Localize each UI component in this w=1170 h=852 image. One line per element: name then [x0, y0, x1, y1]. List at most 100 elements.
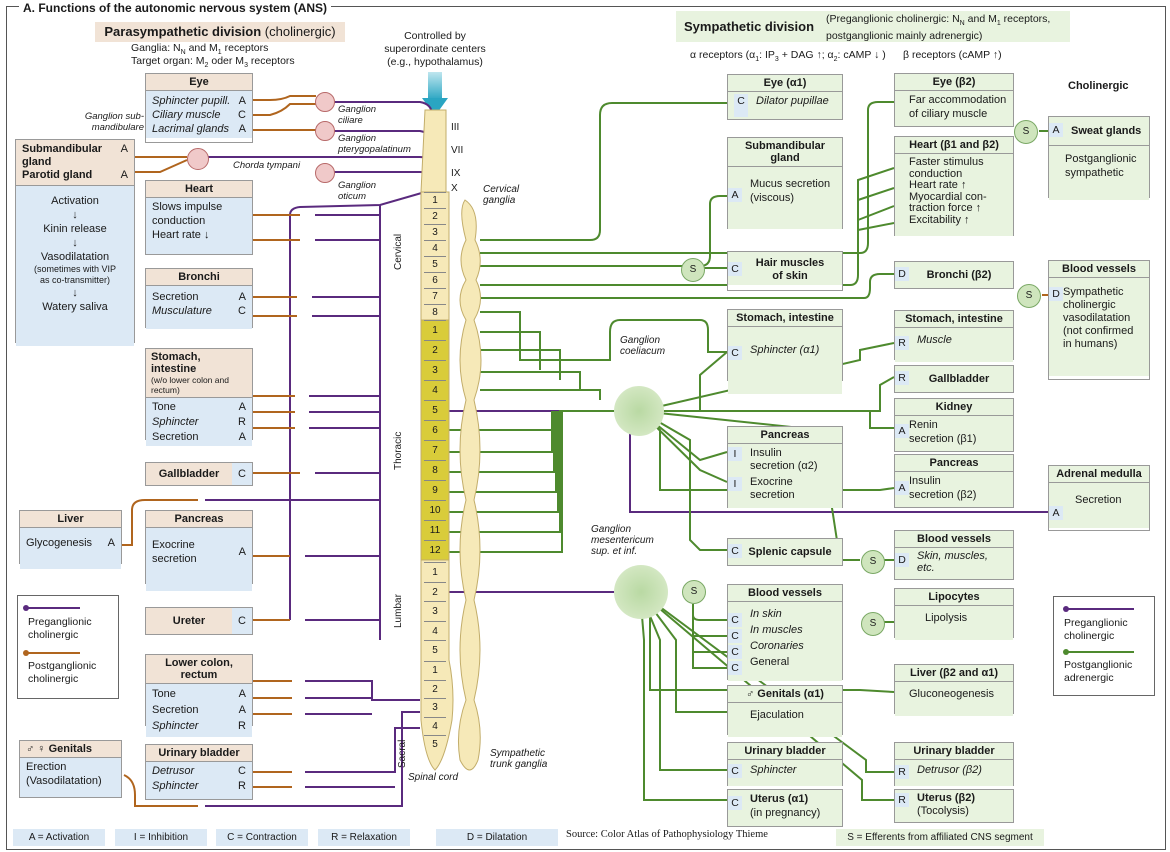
para-stomach-box: Stomach, intestine(w/o lower colon and r…	[145, 348, 253, 446]
bronchi-code: D	[895, 267, 909, 281]
ganglion-submandibulare	[187, 148, 209, 170]
sweat-s-marker: S	[1014, 120, 1038, 144]
pancreas-b-code: A	[895, 481, 909, 495]
region-cervical: Cervical	[393, 233, 404, 270]
para-ganglia-note: Ganglia: NN and M1 receptors	[131, 42, 269, 57]
alpha-receptors-note: α receptors (α1: IP3 + DAG ↑; α2: cAMP ↓…	[690, 49, 886, 64]
key-contraction: C = Contraction	[216, 829, 308, 846]
symp-uterus-a-box: Uterus (α1)(in pregnancy)	[727, 789, 843, 827]
parasympathetic-header: Parasympathetic division (cholinergic)	[95, 22, 345, 42]
spinal-segment-thoracic-1: 1	[424, 320, 446, 341]
spinal-segment-cervical-6: 6	[424, 272, 446, 289]
para-ureter-box: Ureter C	[145, 607, 253, 635]
cholinergic-label: Cholinergic	[1068, 80, 1129, 92]
vessels-b-code-2: C	[728, 629, 742, 643]
para-genitals-box: ♂ ♀ Genitals Erection (Vasodilatation)	[19, 740, 122, 798]
symp-stomach-a-box: Stomach, intestine Sphincter (α1)	[727, 309, 843, 394]
key-dilatation: D = Dilatation	[436, 829, 558, 846]
stomach-a-code: C	[728, 346, 742, 360]
ganglion-ciliare	[315, 92, 335, 112]
spinal-segment-thoracic-7: 7	[424, 440, 446, 461]
sweat-code: A	[1049, 123, 1063, 137]
vessels-a-code: D	[895, 553, 909, 567]
pancreas-a-code-1: I	[728, 447, 742, 461]
spinal-segment-thoracic-5: 5	[424, 400, 446, 421]
key-relaxation: R = Relaxation	[318, 829, 410, 846]
key-inhibition: I = Inhibition	[115, 829, 207, 846]
spinal-segment-thoracic-3: 3	[424, 360, 446, 381]
region-sacral: Sacral	[397, 739, 408, 768]
uterus-b-code: R	[895, 793, 909, 807]
spinal-segment-cervical-1: 1	[424, 192, 446, 209]
lipocytes-s-marker: S	[861, 612, 885, 636]
vessels-b-code-3: C	[728, 645, 742, 659]
symp-liver-box: Liver (β2 and α1) Gluconeogenesis	[894, 664, 1014, 716]
key-efferents: S = Efferents from affiliated CNS segmen…	[836, 829, 1044, 846]
spinal-segment-lumbar-4: 4	[424, 620, 446, 642]
label-ganglion-mesent: Ganglion mesentericum sup. et inf.	[591, 524, 654, 557]
para-target-note: Target organ: M2 oder M3 receptors	[131, 55, 295, 70]
symp-stomach-b-box: Stomach, intestine Muscle	[894, 310, 1014, 362]
cranial-x: X	[451, 183, 458, 194]
label-ganglion-coeliacum: Ganglion coeliacum	[620, 335, 666, 357]
gallbladder-code: R	[895, 371, 909, 385]
figure-title: A. Functions of the autonomic nervous sy…	[19, 2, 332, 14]
label-ganglion-submand: Ganglion sub-mandibulare	[84, 111, 144, 133]
cranial-iii: III	[451, 122, 460, 133]
spinal-segment-thoracic-8: 8	[424, 460, 446, 481]
spinal-segment-lumbar-5: 5	[424, 640, 446, 661]
hair-code: C	[728, 262, 742, 276]
uterus-a-code: C	[728, 796, 742, 810]
spinal-segment-sacral-2: 2	[424, 679, 446, 700]
legend-left-swatches	[23, 605, 80, 656]
symp-bladder-a-box: Urinary bladder Sphincter	[727, 742, 843, 786]
ganglion-oticum	[315, 163, 335, 183]
spinal-segment-thoracic-10: 10	[424, 500, 446, 521]
stomach-b-code: R	[895, 336, 909, 350]
spinal-segment-thoracic-11: 11	[424, 520, 446, 541]
hair-s-marker: S	[681, 258, 705, 282]
key-activation: A = Activation	[13, 829, 105, 846]
spinal-segment-lumbar-2: 2	[424, 581, 446, 603]
label-ganglion-pterygo: Ganglion pterygopalatinum	[338, 133, 411, 155]
spinal-segment-sacral-3: 3	[424, 698, 446, 718]
symp-blood-vessels-a-box: Blood vessels Skin, muscles,etc.	[894, 530, 1014, 580]
bladder-a-code: C	[728, 764, 742, 778]
spinal-segment-lumbar-3: 3	[424, 601, 446, 622]
vessels-b-s-marker: S	[682, 580, 706, 604]
vessels-chol-code: D	[1049, 287, 1063, 301]
region-lumbar: Lumbar	[393, 594, 404, 628]
source-note: Source: Color Atlas of Pathophysiology T…	[566, 829, 768, 840]
spinal-segment-sacral-1: 1	[424, 661, 446, 681]
spinal-segment-thoracic-9: 9	[424, 480, 446, 501]
beta-receptors-note: β receptors (cAMP ↑)	[903, 49, 1002, 61]
ganglion-coeliacum	[614, 386, 664, 436]
spinal-segment-cervical-5: 5	[424, 256, 446, 273]
vessels-a-s-marker: S	[861, 550, 885, 574]
spinal-segment-thoracic-2: 2	[424, 340, 446, 361]
vessels-chol-s-marker: S	[1017, 284, 1041, 308]
adrenal-code: A	[1049, 506, 1063, 520]
splenic-code: C	[728, 544, 742, 558]
controlled-note: Controlled by superordinate centers (e.g…	[384, 30, 486, 68]
label-chorda-tympani: Chorda tympani	[233, 160, 301, 171]
label-ganglion-oticum: Ganglion oticum	[338, 180, 377, 202]
spinal-segment-cervical-7: 7	[424, 288, 446, 305]
spinal-segment-cervical-4: 4	[424, 240, 446, 257]
